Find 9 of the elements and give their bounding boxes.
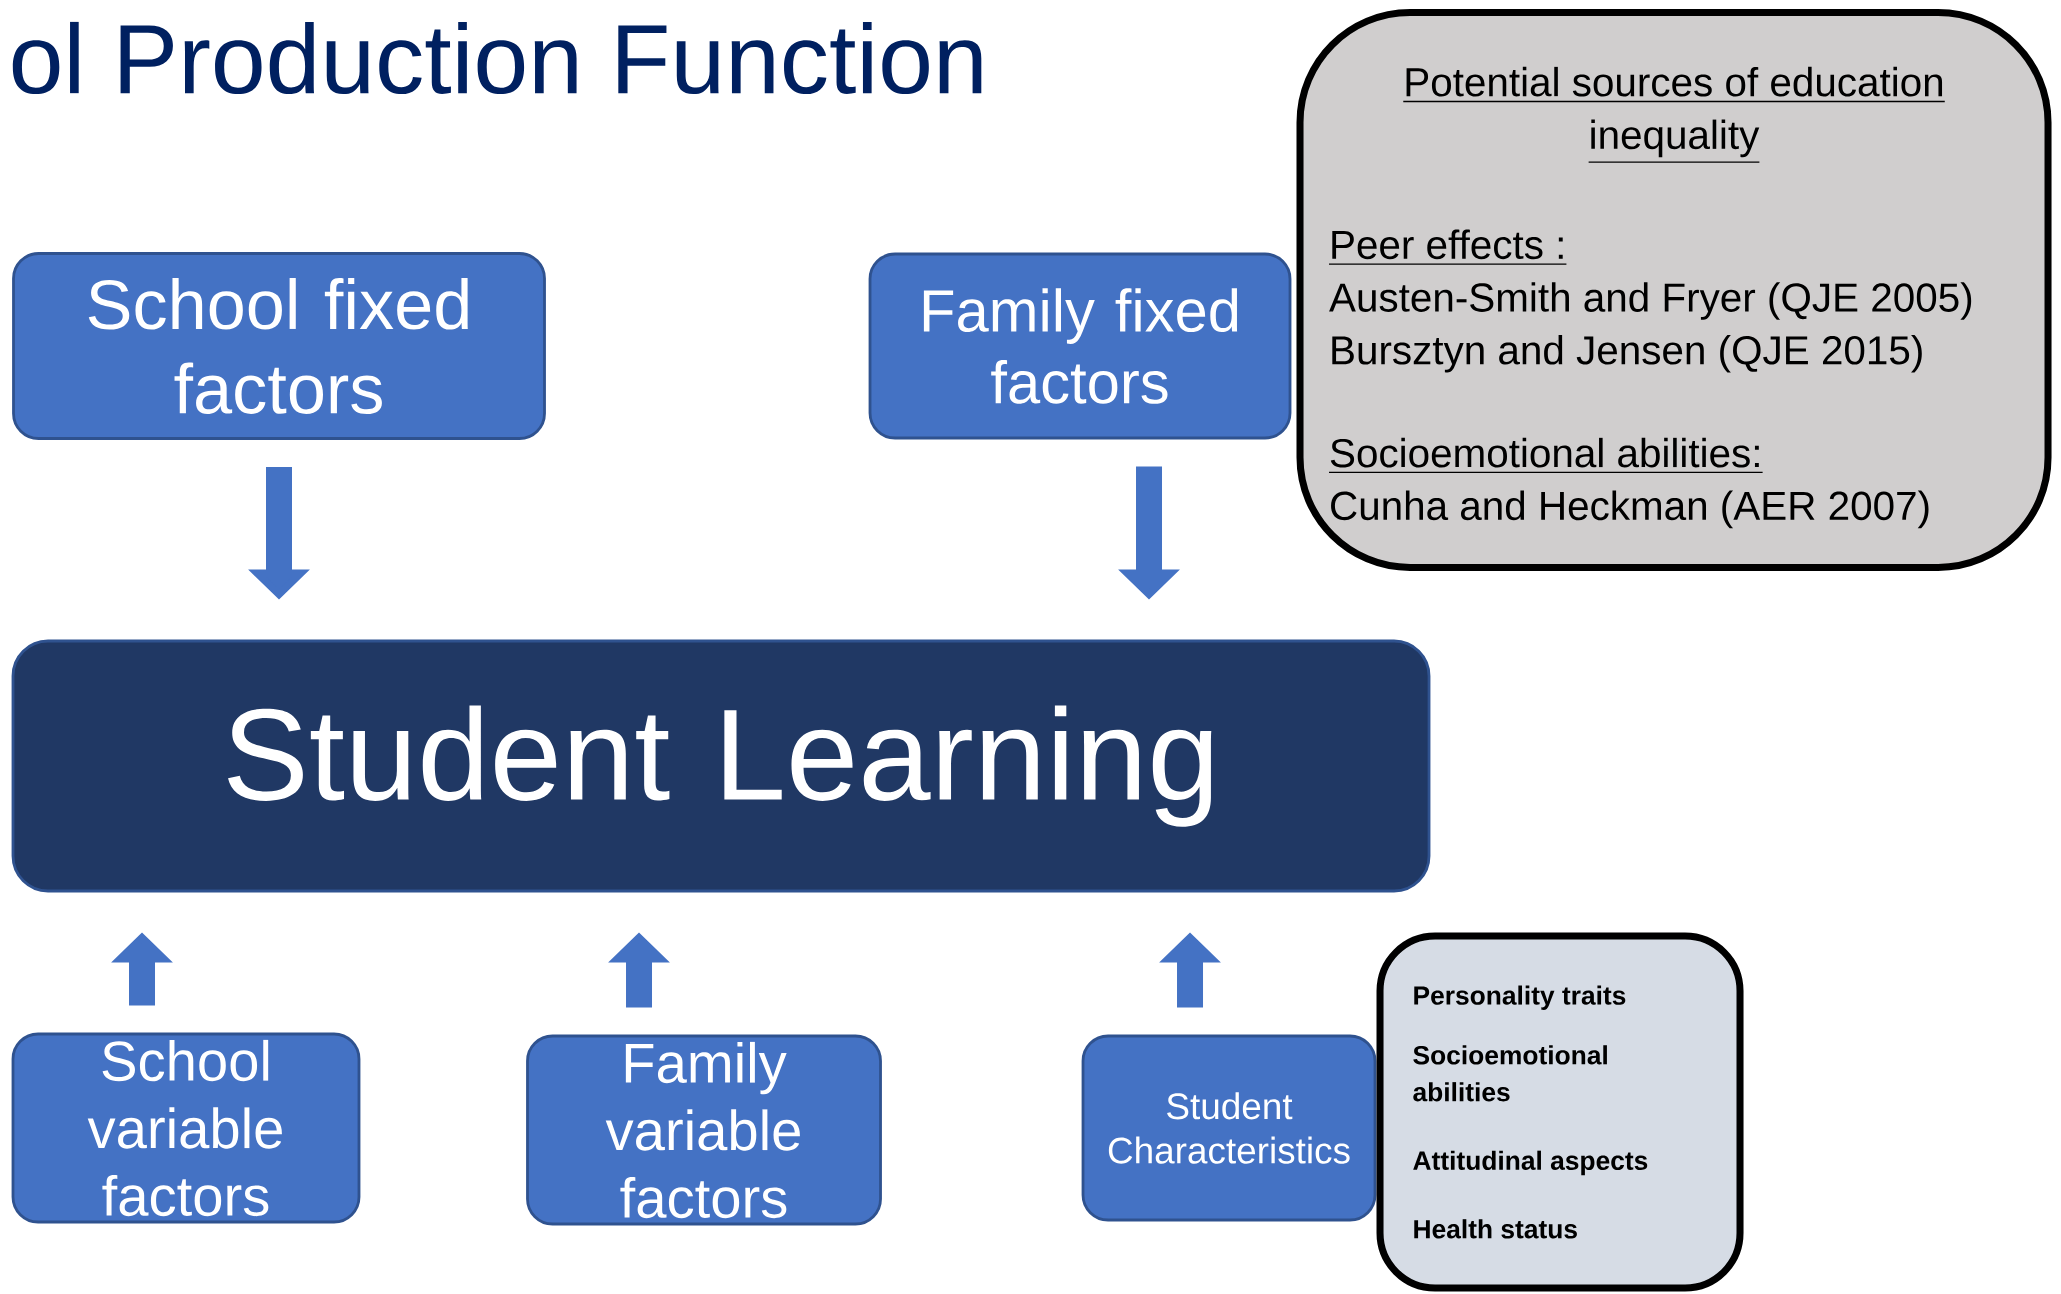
title: ol Production Function <box>12 21 982 95</box>
factor-box: Student Characteristics <box>1081 1034 1377 1222</box>
factor-box: School variable factors <box>11 1032 361 1224</box>
factor-box: Family fixed factors <box>868 252 1292 440</box>
outcome-box: Student Learning <box>11 639 1431 893</box>
factor-box: Family variable factors <box>526 1034 882 1226</box>
factor-box: School fixed factors <box>12 252 546 440</box>
list-box: Personality traits Socioemotional abilities Attitudinal aspects Health status <box>1376 932 1744 1292</box>
note-box: Potential sources of education inequality Peer effects : Austen-Smith and Fryer (QJE 2005) Bursztyn and Jensen (QJE 2015) Socioemotional abilities: Cunha and Heckman (AER 2007) <box>1296 8 2052 571</box>
